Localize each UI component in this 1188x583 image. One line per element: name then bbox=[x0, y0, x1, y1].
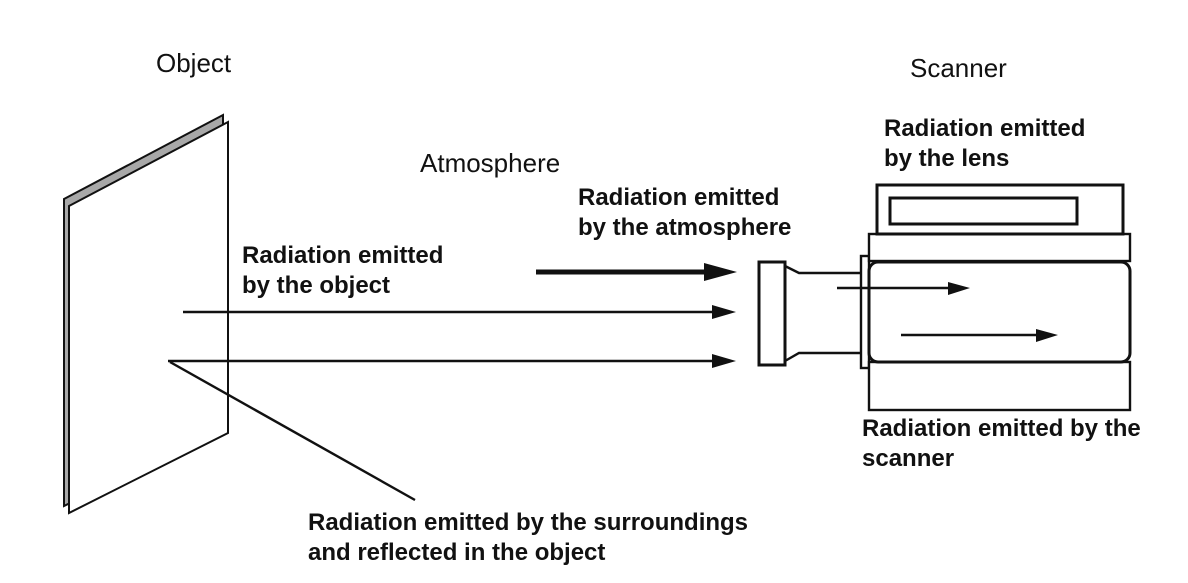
atmosphere-ray-arrowhead-icon bbox=[704, 263, 737, 281]
radiation-surroundings-label: Radiation emitted by the surroundings an… bbox=[308, 508, 748, 568]
scanner-main-body bbox=[867, 260, 1132, 364]
radiation-atmosphere-label-line1: Radiation emitted bbox=[578, 184, 780, 211]
object-label: Object bbox=[156, 48, 232, 78]
scanner-bottom-band bbox=[867, 360, 1132, 412]
lens-ray-arrowhead-icon bbox=[948, 282, 970, 295]
radiation-object-label: Radiation emitted by the object bbox=[242, 241, 443, 301]
radiation-scanner-label-line2: scanner bbox=[862, 445, 955, 472]
radiation-scanner-label-line1: Radiation emitted by the bbox=[862, 415, 1141, 442]
scanner-viewfinder-window bbox=[888, 196, 1079, 226]
lens-barrel-bottom-line bbox=[784, 351, 862, 363]
radiation-lens-label-line1: Radiation emitted bbox=[884, 115, 1086, 142]
radiation-object-label-line2: by the object bbox=[242, 272, 391, 299]
radiation-lens-label-line2: by the lens bbox=[884, 145, 1010, 172]
lens-barrel-top-line bbox=[784, 264, 862, 275]
scanner-label: Scanner bbox=[910, 53, 1007, 83]
scanner-lens-front bbox=[757, 260, 787, 367]
radiation-object-label-line1: Radiation emitted bbox=[242, 242, 444, 269]
radiation-atmosphere-label: Radiation emitted by the atmosphere bbox=[578, 183, 791, 243]
object-ray-arrowhead-icon bbox=[712, 305, 736, 319]
scanner-middle-band bbox=[867, 232, 1132, 263]
object-plate-front-face bbox=[68, 120, 229, 515]
radiation-lens-label: Radiation emitted by the lens bbox=[884, 114, 1085, 174]
atmosphere-label: Atmosphere bbox=[420, 148, 561, 178]
reflected-ray-arrowhead-icon bbox=[712, 354, 736, 368]
radiation-atmosphere-label-line2: by the atmosphere bbox=[578, 214, 792, 241]
surroundings-reflection-line bbox=[169, 360, 416, 502]
scanner-ray-arrowhead-icon bbox=[1036, 329, 1058, 342]
radiation-surroundings-label-line1: Radiation emitted by the surroundings bbox=[308, 509, 749, 536]
radiation-surroundings-label-line2: and reflected in the object bbox=[308, 539, 606, 566]
radiation-scanner-label: Radiation emitted by the scanner bbox=[862, 414, 1141, 474]
